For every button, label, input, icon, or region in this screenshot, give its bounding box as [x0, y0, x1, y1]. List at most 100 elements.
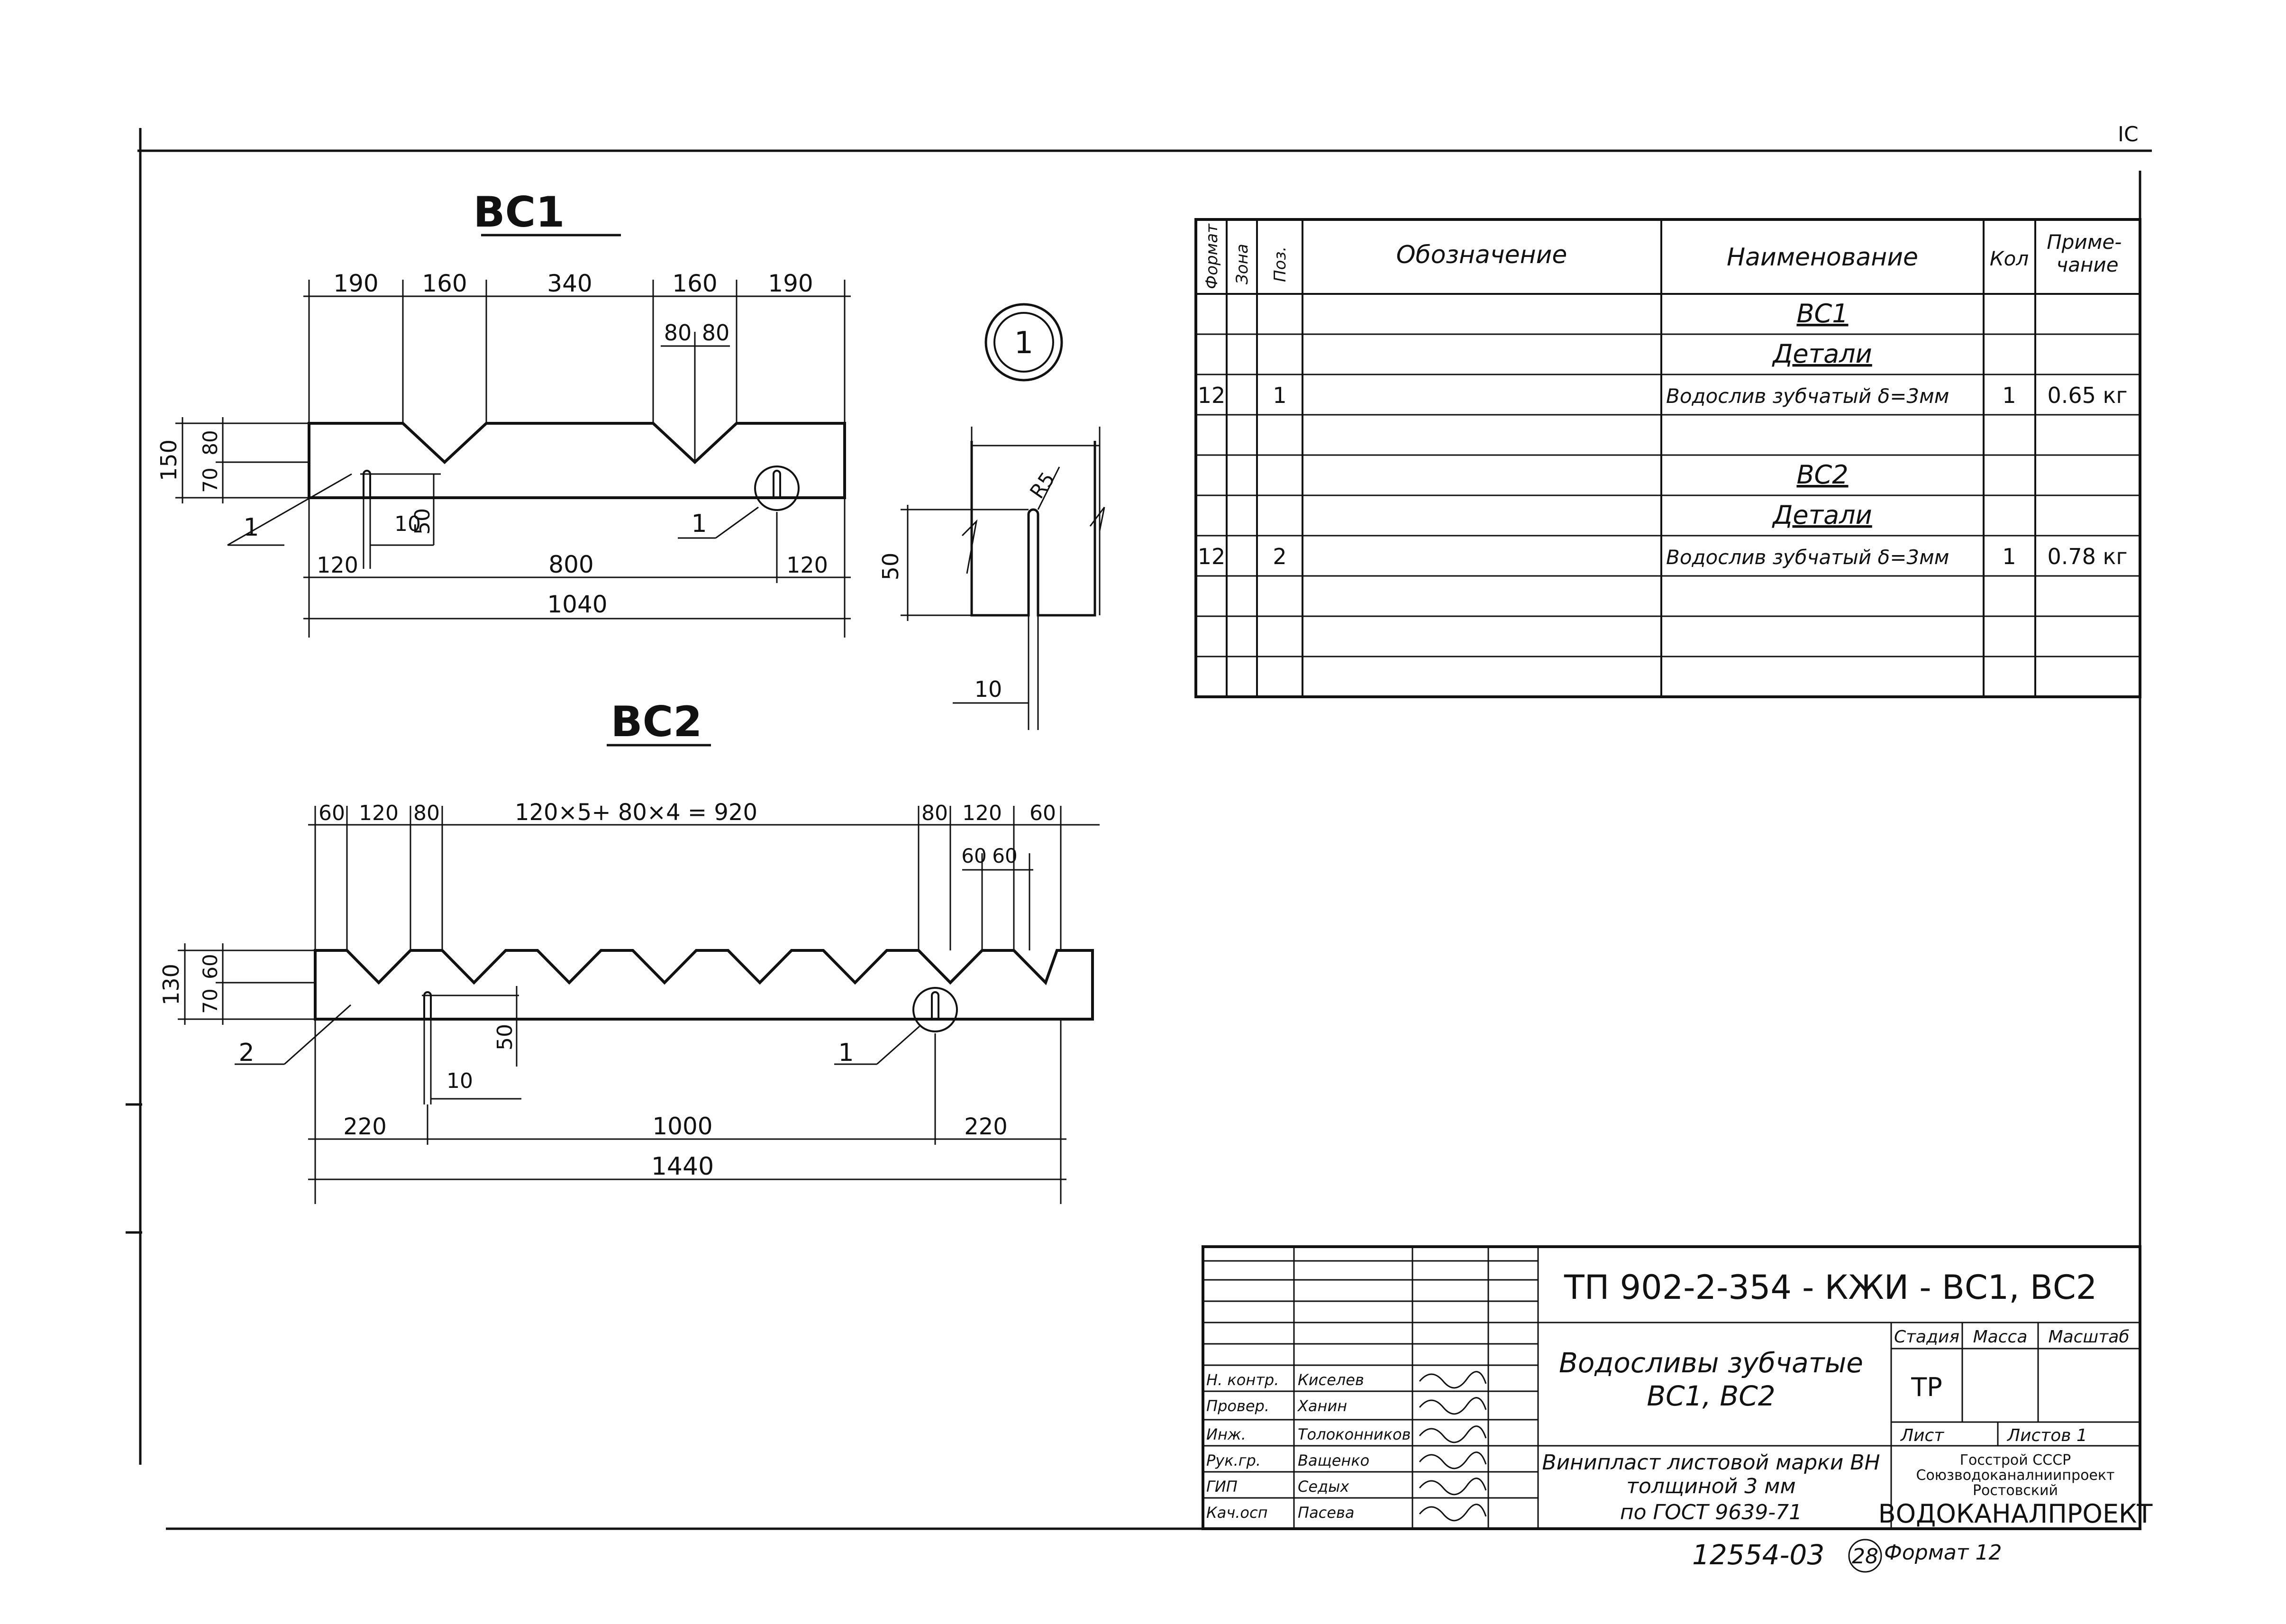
vc2-dim-notch-60b: 60: [992, 844, 1017, 867]
vc1-dim-120a: 120: [317, 552, 358, 578]
drawing-title-line-1: Водосливы зубчатые: [1559, 1347, 1863, 1379]
th-zone: Зона: [1233, 244, 1252, 284]
corner-mark: IC: [2118, 122, 2139, 146]
signature-scribble: [1419, 1478, 1487, 1496]
doc-code: ТП 902-2-354 - КЖИ - ВС1, ВС2: [1564, 1268, 2097, 1307]
detail-break-right: [1089, 507, 1105, 531]
node-marker-inner: [993, 312, 1054, 373]
vc1-slot-dims: [227, 473, 759, 569]
inventory-number: 12554-03: [1692, 1539, 1824, 1571]
signature-role: ГИП: [1206, 1478, 1238, 1496]
vc2-top-dims: [308, 806, 1100, 950]
vc2-node-circle: [912, 987, 958, 1032]
sheet-label: Лист: [1900, 1426, 1944, 1445]
vc1-callout-right: 1: [691, 510, 707, 538]
signature-role: Н. контр.: [1206, 1371, 1279, 1389]
org-line-3: Ростовский: [1973, 1482, 2058, 1499]
vc2-slot-left: [423, 991, 432, 1019]
table-cell-name: Детали: [1772, 339, 1872, 369]
detail-dims: [901, 427, 1101, 730]
stage-header: Стадия: [1894, 1327, 1959, 1347]
table-cell-note: 0.65 кг: [2048, 383, 2128, 408]
vc1-dim-70: 70: [199, 467, 222, 493]
signature-name: Киселев: [1298, 1371, 1364, 1389]
vc1-height-dims: [175, 417, 309, 503]
vc2-dim-1440: 1440: [651, 1152, 714, 1181]
vc2-dim-60h: 60: [199, 954, 222, 979]
signature-role: Провер.: [1206, 1397, 1269, 1415]
signature-scribble: [1419, 1397, 1487, 1415]
th-qty: Кол: [1990, 247, 2029, 270]
th-note: Приме- чание: [2047, 230, 2128, 276]
org-line-2: Союзводоканалниипроект: [1916, 1467, 2115, 1484]
vc1-dim-340: 340: [547, 270, 592, 297]
material-line-2: толщиной 3 мм: [1626, 1474, 1795, 1498]
vc2-dim-120b: 120: [962, 801, 1002, 825]
vc2-dim-notch-60a: 60: [961, 844, 986, 867]
vc1-bottom-dims: [303, 498, 851, 638]
spec-table-border: [1194, 218, 2141, 698]
node-marker-outer: [984, 303, 1063, 382]
signature-scribble: [1419, 1451, 1487, 1469]
detail-break-left: [961, 519, 978, 574]
vc1-slot-right: [773, 470, 781, 498]
vc1-dim-120b: 120: [786, 552, 828, 578]
drawing-title-line-2: ВС1, ВС2: [1647, 1380, 1775, 1412]
vc2-dim-220a: 220: [343, 1113, 387, 1140]
vc1-dim-150: 150: [156, 439, 182, 481]
table-cell-format: 12: [1198, 383, 1226, 408]
vc1-view: ВС1 190 160 340 160 190 80 80: [156, 188, 851, 638]
scale-header: Масштаб: [2048, 1327, 2129, 1347]
vc1-dim-160b: 160: [672, 270, 717, 297]
vc1-node-circle: [754, 465, 800, 511]
vc1-dim-80a: 80: [664, 320, 692, 346]
signature-scribble: [1419, 1371, 1487, 1389]
th-note-line-2: чание: [2056, 253, 2118, 276]
sheets-label: Листов 1: [2006, 1426, 2087, 1445]
material-line-3: по ГОСТ 9639-71: [1620, 1500, 1802, 1524]
table-cell-pos: 1: [1273, 383, 1286, 408]
title-block-border: [1202, 1245, 2141, 1530]
vc2-callout-left: 2: [238, 1039, 254, 1067]
vc2-dim-slot-50: 50: [493, 1024, 517, 1050]
signature-name: Толоконников: [1298, 1425, 1411, 1443]
table-cell-name: Водослив зубчатый δ=3мм: [1666, 546, 1949, 569]
signature-role: Инж.: [1206, 1425, 1246, 1443]
title-block-grid: [1203, 1247, 2140, 1529]
vc1-title: ВС1: [474, 188, 565, 237]
th-name: Наименование: [1727, 243, 1918, 272]
vc2-bottom-dims: [308, 1019, 1066, 1204]
vc2-dim-120a: 120: [359, 801, 399, 825]
mass-header: Масса: [1973, 1327, 2028, 1347]
vc1-dim-1040: 1040: [547, 591, 607, 618]
stage-value: ТР: [1911, 1372, 1942, 1402]
table-cell-name: ВС2: [1796, 460, 1848, 490]
vc1-dim-slot-10: 10: [394, 512, 421, 536]
table-cell-name: Водослив зубчатый δ=3мм: [1666, 384, 1949, 408]
vc2-height-dims: [178, 943, 315, 1025]
vc2-dim-60a: 60: [319, 801, 345, 825]
vc1-slot-left: [363, 470, 371, 498]
th-note-line-1: Приме-: [2047, 230, 2122, 254]
vc2-dim-220b: 220: [964, 1113, 1008, 1140]
vc2-dim-1000: 1000: [652, 1113, 712, 1140]
vc2-dim-70: 70: [199, 988, 222, 1013]
vc2-dim-130: 130: [158, 964, 184, 1005]
table-cell-name: ВС1: [1796, 299, 1848, 328]
material-line-1: Винипласт листовой марки ВН: [1542, 1451, 1880, 1475]
vc2-view: ВС2 60 120 80 120×5+ 80×4 = 920 80 120 6…: [158, 697, 1100, 1204]
org-line-1: Госстрой СССР: [1960, 1452, 2071, 1469]
th-format: Формат: [1202, 223, 1221, 289]
table-cell-name: Детали: [1772, 500, 1872, 530]
signature-role: Рук.гр.: [1206, 1451, 1261, 1469]
vc1-dim-190b: 190: [768, 270, 813, 297]
vc2-dim-920: 120×5+ 80×4 = 920: [515, 799, 757, 826]
signature-name: Ханин: [1297, 1397, 1347, 1415]
sheet-number: 28: [1852, 1544, 1878, 1569]
vc2-title: ВС2: [611, 697, 702, 746]
signature-name: Пасева: [1298, 1504, 1354, 1522]
vc1-top-dims: [303, 280, 851, 462]
th-designation: Обозначение: [1396, 241, 1567, 269]
vc1-plate: [308, 422, 846, 499]
